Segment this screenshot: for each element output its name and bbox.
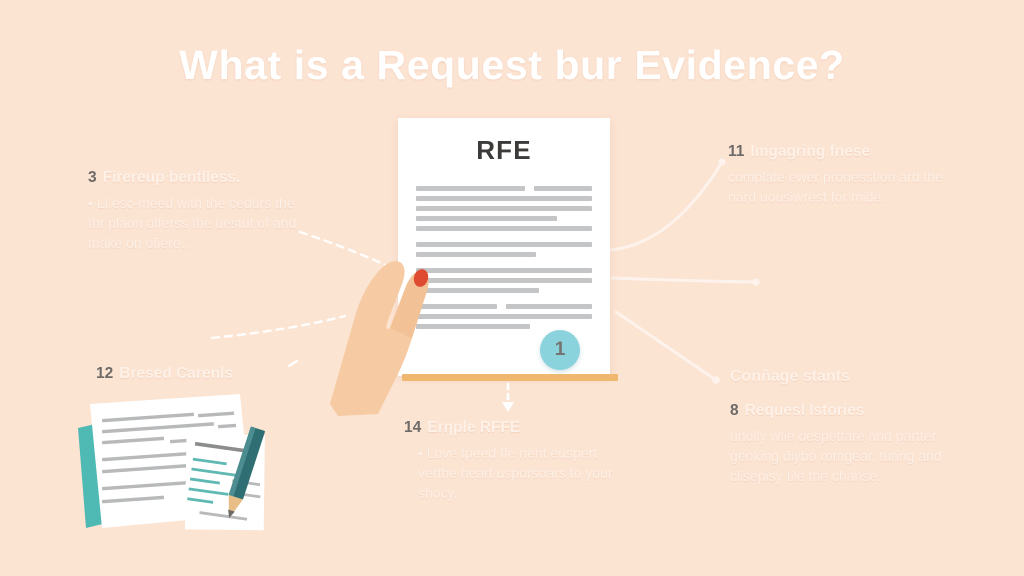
step-badge-1: 1 (540, 330, 580, 370)
document-line-group (416, 304, 592, 329)
callout-bottom-right-subheading: 8 Requesl Istories (730, 401, 958, 421)
connector-endpoint-topright (718, 158, 726, 166)
document-line (416, 206, 592, 211)
callout-bottom-right-number: 8 (730, 402, 739, 419)
connector-papers-to-doc (210, 314, 347, 340)
document-title: RFE (476, 135, 532, 165)
callout-bottom-left-heading: 12 Bresed Carenls (96, 364, 326, 384)
document-line (416, 314, 592, 319)
callout-top-left-number: 3 (88, 169, 97, 186)
callout-bottom-left-heading-text: Bresed Carenls (119, 365, 233, 382)
arrowhead-down-icon (502, 402, 514, 412)
document-line (416, 252, 536, 257)
callout-top-right-heading-text: Imgagring fnese (750, 143, 871, 160)
document-line (416, 268, 592, 273)
pencil-icon (228, 426, 265, 519)
document-line (416, 186, 592, 191)
callout-bottom-right: Conñage stants 8 Requesl Istories unolly … (730, 366, 958, 486)
document-line (416, 226, 592, 231)
document-line-group (416, 186, 592, 231)
document-text-lines (416, 186, 592, 329)
callout-top-left: 3 Firereup bentlless. •Ll.esc-meed with t… (88, 168, 306, 253)
callout-bottom-center: 14 Erηple RFFE •Love tpeed ffe nent euspe… (404, 418, 630, 503)
document-line (416, 288, 540, 293)
document-line (416, 324, 531, 329)
callout-bottom-center-body: •Love tpeed ffe nent euspert verthe hear… (404, 443, 630, 503)
connector-doc-to-botright (614, 310, 718, 382)
fingernail-icon (413, 269, 429, 287)
document-line-group (416, 268, 592, 293)
connector-doc-to-topright (608, 160, 724, 252)
page-title: What is a Request bur Evidence? (179, 42, 845, 88)
document-line (416, 278, 592, 283)
callout-bottom-center-heading: 14 Erηple RFFE (404, 418, 630, 438)
rfe-document-card: RFE (398, 118, 610, 376)
callout-bottom-left-number: 12 (96, 365, 114, 382)
hand-shading (390, 271, 429, 338)
bullet-icon: • (418, 445, 423, 461)
bullet-icon: • (88, 195, 93, 211)
callout-top-left-body-text: Ll.esc-meed with the cedurs the thr plao… (88, 195, 297, 251)
hand-illustration (330, 261, 429, 416)
document-line (416, 242, 592, 247)
document-line (416, 304, 592, 309)
main-paper-lines (101, 411, 239, 504)
callout-top-right-number: 11 (728, 143, 745, 160)
callout-bottom-center-number: 14 (404, 419, 422, 436)
paper-stack-illustration (78, 394, 265, 531)
callout-top-right: 11 Imgagring fnese complate ewer pronesst… (728, 142, 946, 207)
callout-top-left-body: •Ll.esc-meed with the cedurs the thr pla… (88, 193, 306, 253)
callout-bottom-right-subheading-text: Requesl Istories (744, 402, 865, 419)
connector-endpoint-midright (752, 278, 760, 286)
callout-top-left-heading: 3 Firereup bentlless. (88, 168, 306, 188)
callout-top-left-heading-text: Firereup bentlless. (102, 169, 241, 186)
connector-tick-botleft (287, 359, 299, 368)
callout-top-right-heading: 11 Imgagring fnese (728, 142, 946, 162)
document-base-bar (402, 374, 618, 381)
callout-bottom-center-body-text: Love tpeed ffe nent euspert verthe heart… (418, 445, 613, 501)
connector-doc-to-midright (610, 276, 758, 284)
callout-bottom-right-heading: Conñage stants (730, 368, 851, 385)
callout-bottom-center-heading-text: Erηple RFFE (427, 419, 521, 436)
callout-bottom-right-body: unolly wlie oespettare and partter geoki… (730, 428, 942, 484)
callout-top-right-body: complate ewer pronesstion ard the nard u… (728, 169, 943, 205)
connector-endpoint-botright (712, 376, 720, 384)
document-line (416, 216, 557, 221)
callout-bottom-left: 12 Bresed Carenls (96, 364, 326, 389)
document-line-group (416, 242, 592, 257)
document-line (416, 196, 592, 201)
